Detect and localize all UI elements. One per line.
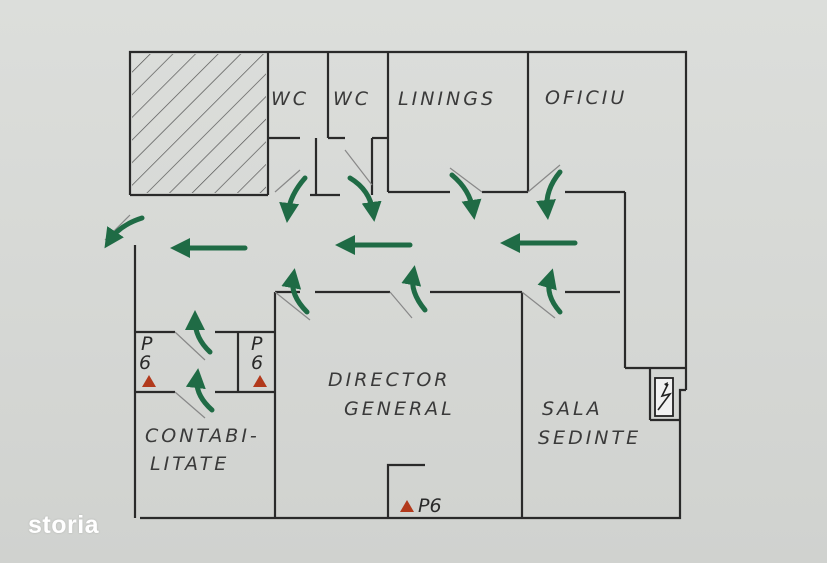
walls xyxy=(128,50,688,520)
p6-left-letter: P xyxy=(141,333,153,355)
p6-marker-bottom: P6 xyxy=(400,495,442,517)
label-oficiu: OFICIU xyxy=(545,87,627,109)
arrow-linings xyxy=(449,172,482,220)
label-director-line1: DIRECTOR xyxy=(328,369,450,391)
label-contab-line2: LITATE xyxy=(150,453,229,475)
evacuation-arrows xyxy=(104,169,578,413)
arrow-director-1 xyxy=(281,268,310,315)
arrow-oficiu xyxy=(536,169,563,220)
p6-left-number: 6 xyxy=(139,352,151,374)
p6-marker-left: P 6 xyxy=(139,333,156,387)
arrow-director-2 xyxy=(401,265,428,313)
p6-right-number: 6 xyxy=(251,352,263,374)
fire-extinguisher-marker-icon xyxy=(142,375,156,387)
p6-marker-right: P 6 xyxy=(251,333,267,387)
arrow-sala xyxy=(537,268,563,315)
p6-bottom-label: P6 xyxy=(418,495,442,517)
label-director-line2: GENERAL xyxy=(344,398,455,420)
label-linings: LININGS xyxy=(398,88,496,110)
label-sala-line2: SEDINTE xyxy=(538,427,641,449)
p6-right-letter: P xyxy=(251,333,263,355)
label-wc-2: WC xyxy=(333,88,371,110)
arrow-wc2 xyxy=(347,175,382,222)
electrical-panel-icon xyxy=(654,377,674,417)
arrow-contab-lower xyxy=(185,368,215,413)
hatched-storage-room xyxy=(132,54,266,193)
arrow-wc1 xyxy=(279,175,308,223)
arrow-contab-upper xyxy=(185,310,213,355)
label-contab-line1: CONTABI- xyxy=(145,425,260,447)
fire-extinguisher-marker-icon xyxy=(253,375,267,387)
arrow-exit-left xyxy=(104,215,145,249)
label-sala-line1: SALA xyxy=(542,398,603,420)
label-wc-1: WC xyxy=(271,88,309,110)
fire-extinguisher-marker-icon xyxy=(400,500,414,512)
storia-watermark-logo: storia xyxy=(28,511,100,539)
